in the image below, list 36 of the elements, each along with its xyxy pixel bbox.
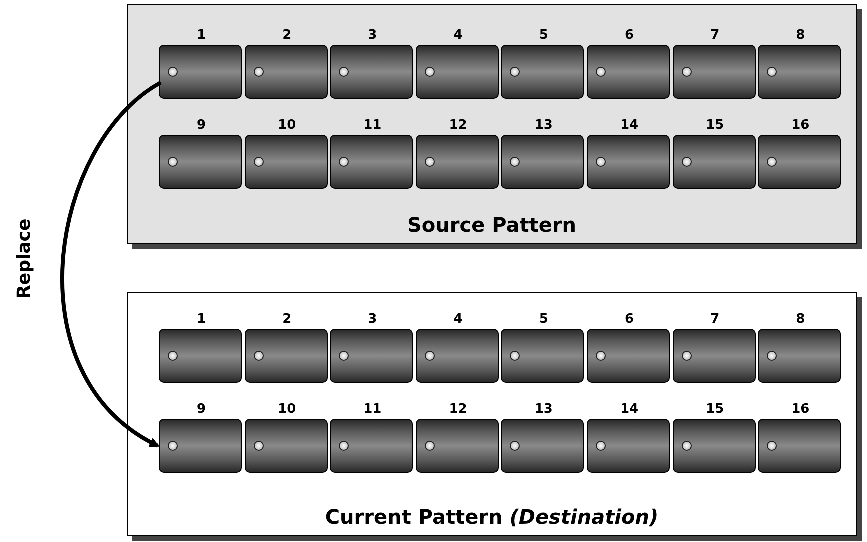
pad-number: 12 (448, 118, 468, 134)
pad-number: 2 (282, 28, 293, 44)
pad-number: 11 (362, 118, 383, 134)
pad-number: 4 (452, 28, 464, 44)
pad-number: 14 (619, 118, 640, 134)
pad-number: 9 (196, 118, 208, 134)
pad-number: 5 (538, 28, 550, 44)
pad-number: 4 (452, 312, 464, 328)
pad-number: 2 (282, 312, 293, 328)
pad-number: 1 (196, 312, 208, 328)
pad-number: 6 (624, 312, 636, 328)
panel-title: Current Pattern (Destination) (325, 505, 659, 529)
curved-arrow (61, 81, 162, 448)
pad-number: 13 (534, 402, 554, 418)
pad-number: 5 (538, 312, 550, 328)
pad-number: 3 (367, 28, 378, 44)
pad-number: 9 (196, 402, 208, 418)
edge-label: Replace (14, 219, 35, 300)
pad-number: 8 (795, 28, 806, 44)
pad-number: 16 (790, 402, 811, 418)
pad-number: 15 (705, 118, 726, 134)
pad-number: 6 (624, 28, 636, 44)
pad-number: 1 (196, 28, 208, 44)
pad-number: 7 (710, 28, 721, 44)
pad-number: 11 (362, 402, 383, 418)
pad-number: 16 (790, 118, 811, 134)
pad-number: 3 (367, 312, 378, 328)
pad-number: 8 (795, 312, 806, 328)
panel-title: Source Pattern (407, 213, 577, 237)
pad-number: 12 (448, 402, 468, 418)
pad-number: 14 (619, 402, 640, 418)
pad-number: 10 (277, 118, 298, 134)
pad-number: 13 (534, 118, 554, 134)
pad-number: 10 (277, 402, 298, 418)
pad-number: 7 (710, 312, 721, 328)
pad-number: 15 (705, 402, 726, 418)
